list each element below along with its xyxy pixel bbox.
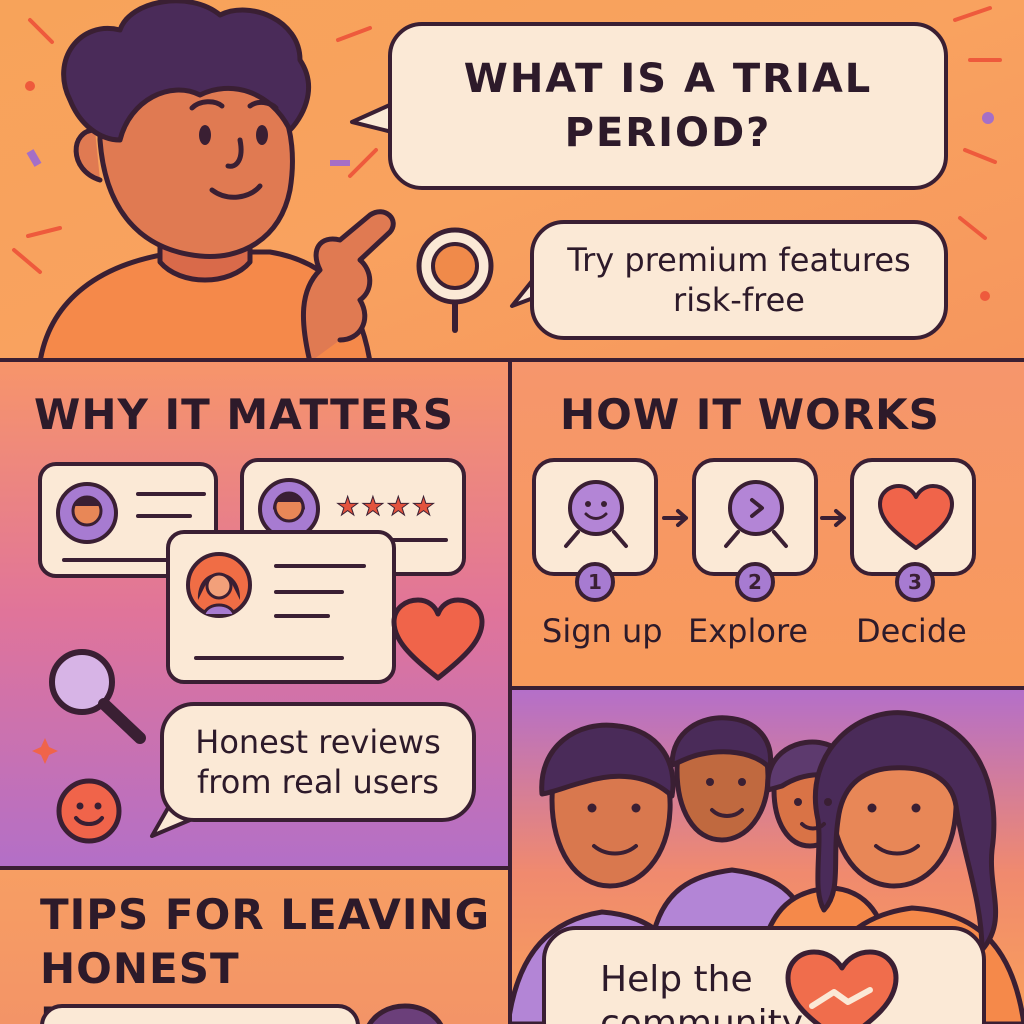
step-2-number: 2 [735, 562, 775, 602]
avatar [186, 552, 252, 618]
intro-panel: WHAT IS A TRIAL PERIOD? Try premium feat… [0, 0, 1024, 362]
smiley-icon [56, 778, 122, 844]
arrow-right-icon [662, 509, 688, 527]
step-1-number: 1 [575, 562, 615, 602]
step-3-label: Decide [856, 612, 967, 650]
heart-icon [391, 597, 485, 681]
step-1-label: Sign up [542, 612, 663, 650]
community-caption: Help the community [600, 959, 804, 1024]
rating-stars: ★★★★ [335, 492, 438, 523]
why-it-matters-panel: WHY IT MATTERS ★★★★ [0, 362, 512, 870]
step-3-number: 3 [895, 562, 935, 602]
person-pointing-illustration [38, 0, 396, 358]
confetti-decoration [12, 6, 1002, 301]
handshake-heart-icon [785, 949, 899, 1024]
step-2-label: Explore [688, 612, 809, 650]
answer-bubble: Try premium features risk-free [530, 220, 948, 340]
sparkle-icon [32, 738, 58, 764]
user-icon [564, 480, 628, 548]
arrow-right-icon [820, 509, 846, 527]
tips-panel: TIPS FOR LEAVING HONEST FEEDBACK [0, 870, 512, 1024]
heart-icon [878, 484, 954, 550]
tip-card [40, 1004, 360, 1024]
magnifier-icon [416, 227, 494, 333]
tips-title: TIPS FOR LEAVING HONEST FEEDBACK [40, 890, 491, 1024]
community-panel: Help the community [512, 690, 1024, 1024]
step-3-card [850, 458, 976, 576]
avatar [258, 478, 320, 540]
explore-icon [724, 480, 788, 548]
review-card-3 [166, 530, 396, 684]
question-bubble: WHAT IS A TRIAL PERIOD? [388, 22, 948, 190]
step-2-card [692, 458, 818, 576]
how-it-works-panel: HOW IT WORKS 1 Sign up 2 Explore 3 Decid… [512, 362, 1024, 690]
how-title: HOW IT WORKS [560, 390, 940, 439]
step-1-card [532, 458, 658, 576]
avatar [56, 482, 118, 544]
avatar [366, 1003, 444, 1024]
why-title: WHY IT MATTERS [34, 390, 454, 439]
search-icon [49, 649, 146, 744]
reviews-caption-bubble: Honest reviews from real users [160, 702, 476, 822]
community-caption-bubble: Help the community [542, 926, 986, 1024]
